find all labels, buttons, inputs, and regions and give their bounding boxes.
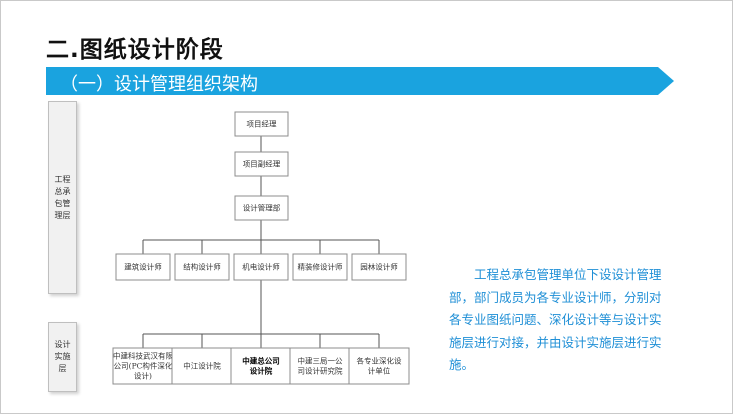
node-unit-2: 中江设计院	[171, 347, 233, 385]
node-unit-3-label: 中建总公司	[242, 356, 280, 366]
node-unit-1-label: 中建科技武汉有限	[113, 351, 173, 361]
node-unit-4-label: 司设计研究院	[298, 366, 343, 376]
description-text: 工程总承包管理单位下设设计管理部，部门成员为各专业设计师，分别对各专业图纸问题、…	[449, 267, 662, 372]
implementation-layer-label: 设计实施层	[48, 322, 77, 392]
node-designer-1: 建筑设计师	[115, 253, 171, 281]
node-design-dept-box	[234, 195, 289, 221]
node-designer-4: 精装修设计师	[292, 253, 348, 281]
page-title: 二.图纸设计阶段	[46, 37, 224, 63]
node-unit-4-label: 中建三局一公	[298, 356, 343, 366]
section-title: （一）设计管理组织架构	[60, 74, 258, 95]
node-unit-3-label: 设计院	[250, 366, 273, 376]
node-unit-2-label: 中江设计院	[183, 361, 221, 371]
node-design-dept: 设计管理部	[234, 195, 289, 221]
node-project-manager: 项目经理	[234, 111, 289, 137]
management-layer-text: 工程总承包管理层	[54, 174, 71, 220]
node-designer-5-box	[351, 253, 407, 281]
implementation-layer-text: 设计实施层	[54, 340, 71, 373]
section-banner: （一）设计管理组织架构	[46, 67, 674, 95]
node-deputy-manager-label: 项目副经理	[243, 159, 281, 169]
node-designer-2-box	[174, 253, 230, 281]
node-unit-5-box	[348, 347, 410, 385]
node-project-manager-box	[234, 111, 289, 137]
node-unit-4-box	[289, 347, 351, 385]
node-unit-5-label: 计单位	[368, 366, 391, 376]
node-designer-4-box	[292, 253, 348, 281]
node-unit-1-label: 设计)	[134, 371, 152, 381]
node-designer-1-box	[115, 253, 171, 281]
node-designer-2-label: 结构设计师	[183, 262, 221, 272]
node-designer-1-label: 建筑设计师	[124, 262, 162, 272]
node-designer-3-label: 机电设计师	[242, 262, 280, 272]
management-layer-label: 工程总承包管理层	[48, 101, 77, 294]
node-unit-5-label: 各专业深化设	[357, 356, 402, 366]
node-deputy-manager-box	[234, 151, 289, 177]
node-design-dept-label: 设计管理部	[243, 203, 281, 213]
node-project-manager-label: 项目经理	[247, 119, 277, 129]
node-designer-3: 机电设计师	[233, 253, 289, 281]
node-designer-3-box	[233, 253, 289, 281]
node-unit-1-label: 公司(PC构件深化	[114, 361, 173, 371]
node-unit-2-box	[171, 347, 233, 385]
node-designer-4-label: 精装修设计师	[298, 262, 343, 272]
node-deputy-manager: 项目副经理	[234, 151, 289, 177]
node-unit-3-box	[230, 347, 292, 385]
node-designer-5: 园林设计师	[351, 253, 407, 281]
banner-arrow-shape	[46, 67, 674, 95]
node-designer-5-label: 园林设计师	[360, 262, 398, 272]
node-designer-2: 结构设计师	[174, 253, 230, 281]
